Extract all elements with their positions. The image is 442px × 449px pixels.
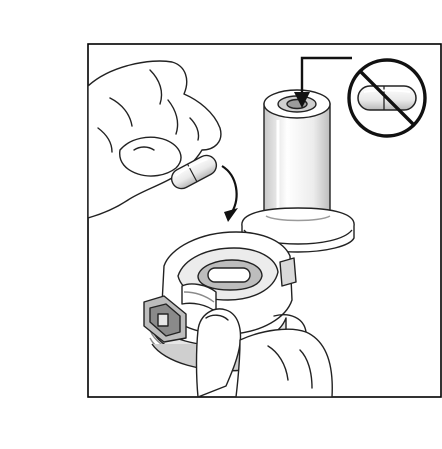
upper-hand <box>88 60 222 219</box>
lower-hand <box>195 308 333 397</box>
capsule-icon <box>170 154 218 190</box>
mouthpiece-tube <box>241 89 355 253</box>
inhaler-base <box>143 231 297 372</box>
curved-arrow-icon <box>221 165 238 222</box>
arrow-down-icon <box>294 56 352 108</box>
no-crushed-capsule-icon <box>347 58 427 138</box>
